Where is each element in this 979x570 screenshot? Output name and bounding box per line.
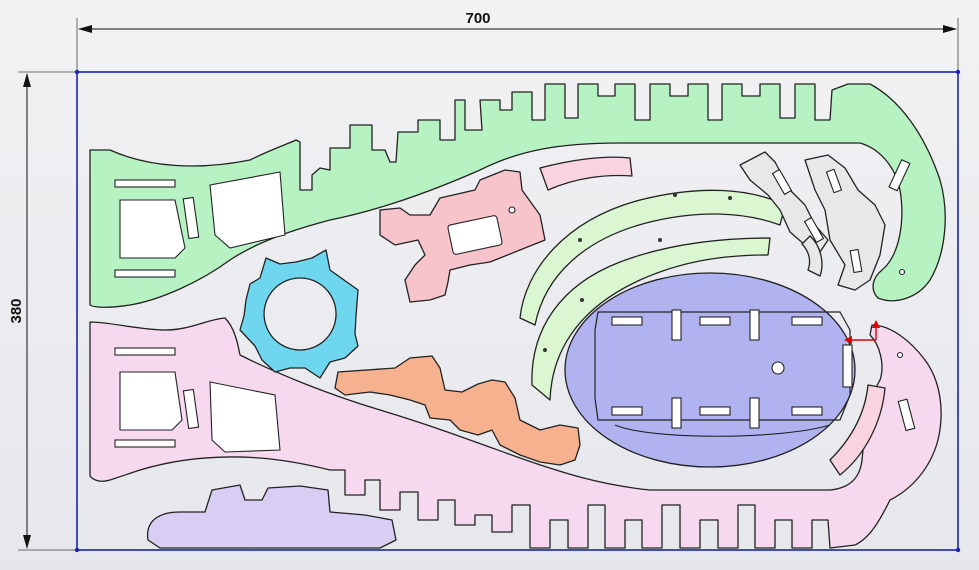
width-dimension[interactable]: 700 [76,10,959,70]
pink-frame-slot-upper [114,347,176,356]
blue-oval-vslot-3 [671,397,682,429]
height-dimension-label: 380 [8,298,25,323]
light-green-arc-inner [531,237,771,401]
green-frame-slot-hook [888,158,911,192]
salmon-bracket-window [447,215,503,255]
pink-frame-hole [896,351,904,359]
green-frame-slot-upper [114,179,176,188]
pink-frame-window-left [119,371,183,431]
blue-oval-vslot-4 [749,397,760,429]
sheet-corner-points [74,69,961,553]
green-frame-window-left [119,199,186,259]
arc-hole-5 [580,298,584,302]
gray-link-parts[interactable] [739,151,886,291]
blue-oval-base[interactable] [564,272,856,468]
width-dimension-label: 700 [465,10,490,27]
gray-link-right-slot-b [849,248,863,274]
blue-oval-base-outline [564,272,856,468]
gray-link-left-slot-b [803,216,825,244]
green-frame-window-right [209,171,286,249]
pink-side-frame[interactable] [89,317,942,549]
pink-side-frame-outline [89,317,942,549]
pink-frame-slot-lower [114,439,176,448]
arc-hole-3 [578,238,582,242]
blue-oval-vslot-1 [671,309,682,341]
pink-frame-slot-hook [897,398,916,432]
gray-link-left [739,151,829,253]
arc-hole-1 [673,193,677,197]
green-frame-slot-vertical [182,196,200,240]
gray-link-right-slot-a [825,168,843,194]
blue-oval-slot-6 [791,406,823,416]
sheet-border[interactable] [76,71,959,551]
blue-oval-inner-recess [594,311,851,421]
blue-oval-center-hole [771,361,785,375]
arc-hole-4 [658,238,662,242]
cyan-gear-ring-outline [239,249,359,379]
height-dimension[interactable]: 380 [8,71,75,551]
orange-bracket[interactable] [334,355,581,466]
arc-hole-2 [728,196,732,200]
gray-small-arc [801,235,823,277]
green-frame-slot-lower [114,269,176,278]
blue-oval-slot-5 [699,406,731,416]
origin-marker[interactable] [844,320,880,344]
blue-oval-slot-1 [611,316,643,326]
gray-link-left-slot-a [771,168,793,196]
arc-hole-6 [543,348,547,352]
green-side-frame-outline [89,83,946,308]
blue-oval-slot-2 [699,316,731,326]
pink-frame-window-right [209,381,281,453]
lavender-base-plate[interactable] [147,484,397,549]
gray-link-right [804,154,886,291]
pink-curved-bar[interactable] [539,156,633,191]
cyan-gear-ring[interactable] [239,249,359,379]
blue-oval-inner-arc [614,424,831,437]
salmon-bracket-hole [508,206,516,214]
blue-oval-slot-4 [611,406,643,416]
pink-arc-strip[interactable] [829,384,886,476]
green-frame-hole [898,268,906,276]
pink-frame-slot-vertical [182,388,200,430]
blue-oval-slot-3 [791,316,823,326]
salmon-bracket[interactable] [379,169,546,303]
blue-oval-vslot-5 [842,344,853,388]
blue-oval-vslot-2 [749,309,760,341]
green-side-frame[interactable] [89,83,946,308]
